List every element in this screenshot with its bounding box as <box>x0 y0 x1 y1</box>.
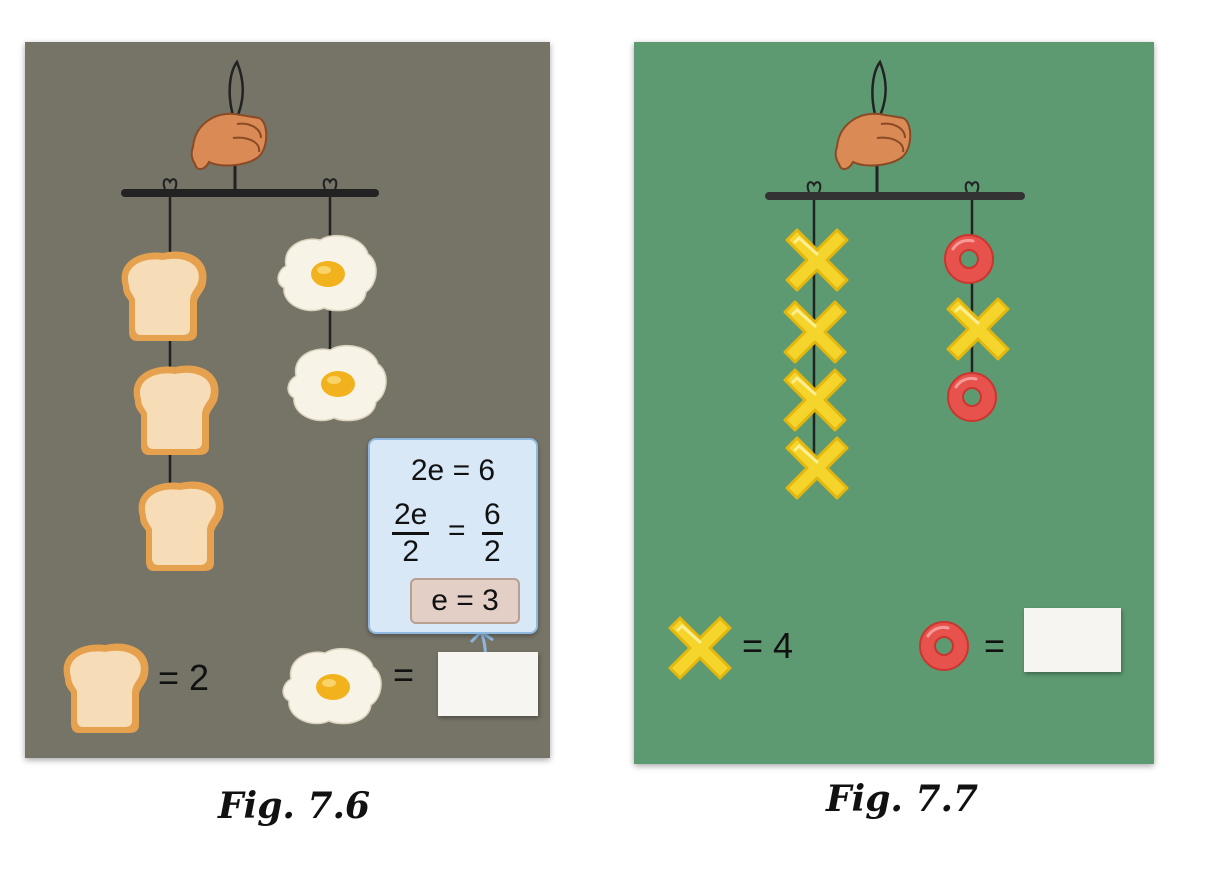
legend-ring-icon <box>918 620 970 672</box>
calc-line-1: 2e = 6 <box>410 454 496 487</box>
cross-icon <box>785 436 849 500</box>
ring-icon <box>943 233 995 285</box>
calc-fraction-right-numerator: 6 <box>482 498 503 535</box>
egg-answer-box[interactable] <box>438 652 538 716</box>
calculation-card: 2e = 6 2e 2 = 6 2 e = 3 <box>368 438 538 634</box>
ring-answer-box[interactable] <box>1024 608 1121 672</box>
calc-fraction-equals: = <box>448 514 466 547</box>
hand-icon <box>834 112 912 170</box>
calc-result: e = 3 <box>410 578 520 624</box>
calc-fraction-right: 6 2 <box>482 498 503 569</box>
figure-caption-7-7: Fig. 7.7 <box>826 778 979 820</box>
bread-icon <box>121 251 207 341</box>
figure-caption-7-6: Fig. 7.6 <box>218 785 371 827</box>
legend-egg-equals: = <box>393 654 415 695</box>
bread-icon <box>133 365 219 455</box>
calc-fraction-left-numerator: 2e <box>392 498 430 535</box>
mobile-bar <box>121 189 379 197</box>
calc-fraction-left: 2e 2 <box>392 498 430 569</box>
figure-7-6-panel: = 2 = 2e = 6 2e 2 = 6 2 e = 3 <box>25 42 550 758</box>
bread-icon <box>138 481 224 571</box>
legend-egg-icon <box>282 647 382 725</box>
egg-icon <box>277 234 377 312</box>
cross-icon <box>785 228 849 292</box>
calc-fraction-left-denominator: 2 <box>402 535 420 568</box>
mobile-bar <box>765 192 1025 200</box>
figure-7-7-panel: = 4 = <box>634 42 1154 764</box>
hand-icon <box>190 112 268 170</box>
cross-icon <box>946 297 1010 361</box>
mobile-7-7-illustration <box>668 59 1025 680</box>
calc-fraction-right-denominator: 2 <box>484 535 501 568</box>
legend-cross-icon <box>668 616 732 680</box>
legend-bread-icon <box>63 643 149 733</box>
ring-icon <box>946 371 998 423</box>
mobile-7-6-illustration <box>63 59 494 733</box>
legend-bread-value: = 2 <box>158 657 210 698</box>
legend-ring-equals: = <box>984 625 1006 666</box>
egg-icon <box>287 344 387 422</box>
legend-cross-value: = 4 <box>742 625 794 666</box>
